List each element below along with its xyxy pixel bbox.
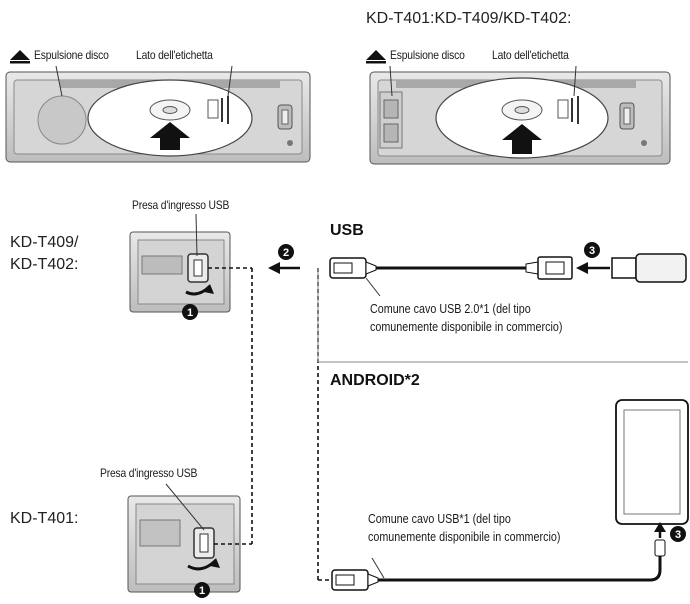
svg-text:3: 3 [675,529,681,541]
step-1-bottom: 1 [194,582,210,598]
usb-cable-description: Comune cavo USB 2.0*1 (del tipo comuneme… [370,302,563,334]
eject-icon [366,50,386,60]
step-3-android: 3 [670,526,686,542]
usb-cable [329,256,573,297]
android-cable-description: Comune cavo USB*1 (del tipo comunemente … [368,512,561,544]
stereo-unit-t401 [127,483,241,593]
usb-flash-drive [611,253,687,283]
step-3-usb: 3 [584,242,600,258]
stereo-panel-left [5,65,311,163]
model-label-t401: KD-T401: [10,510,79,527]
svg-text:1: 1 [199,585,205,597]
usb-heading: USB [330,222,364,239]
label-side-right: Lato dell'etichetta [492,48,569,62]
usb-socket-label-top: Presa d'ingresso USB [132,198,230,212]
step-1-top: 1 [182,304,198,320]
svg-text:1: 1 [187,307,193,319]
stereo-unit-t409 [129,213,231,313]
eject-label-left: Espulsione disco [34,48,109,62]
usb-socket-label-bottom: Presa d'ingresso USB [100,466,198,480]
svg-text:2: 2 [283,247,289,259]
plug-in-arrow [268,262,280,274]
insert-arrow-right [502,124,542,154]
svg-text:3: 3 [589,245,595,257]
stereo-panel-right [369,65,671,165]
model-label-t409-t402: KD-T409/ KD-T402: [10,234,79,273]
top-right-model-title: KD-T401:KD-T409/KD-T402: [366,10,572,27]
eject-label-right: Espulsione disco [390,48,465,62]
step-2: 2 [278,244,294,260]
android-cable [331,539,666,591]
android-heading: ANDROID*2 [330,372,420,389]
eject-icon [10,50,30,60]
android-phone [615,399,689,525]
insert-arrow-left [150,122,190,150]
label-side-left: Lato dell'etichetta [136,48,213,62]
